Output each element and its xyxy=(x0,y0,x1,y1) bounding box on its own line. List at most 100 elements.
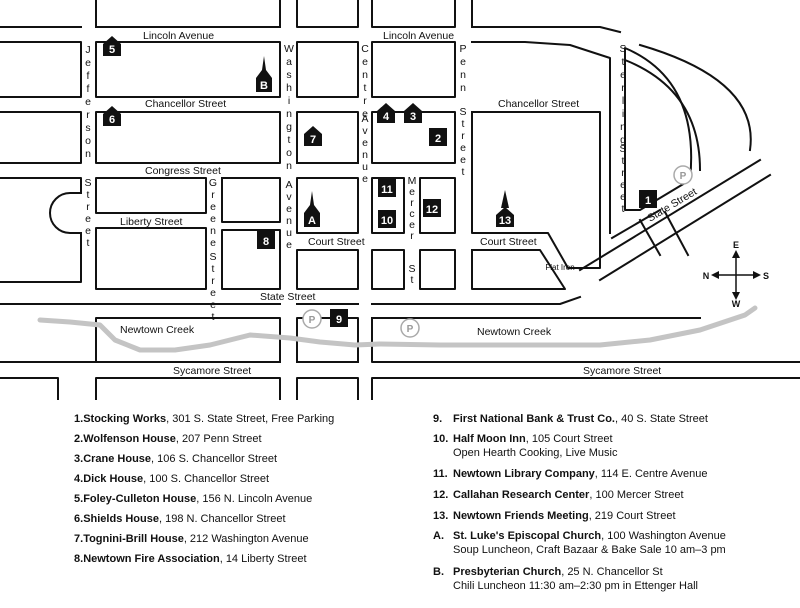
legend-subtext: Soup Luncheon, Craft Bazaar & Bake Sale … xyxy=(453,544,726,556)
legend-name: Newtown Library Company xyxy=(453,468,595,480)
svg-text:5: 5 xyxy=(109,44,115,56)
legend-number: 3. xyxy=(74,453,84,465)
svg-text:12: 12 xyxy=(426,204,438,216)
arrow-icon xyxy=(732,292,740,300)
steeple-icon xyxy=(501,190,509,208)
legend-name: Newtown Friends Meeting xyxy=(453,510,589,522)
legend-detail: , 212 Washington Avenue xyxy=(183,533,309,545)
legend-detail: , 198 N. Chancellor Street xyxy=(158,513,286,525)
legend-detail: , 219 Court Street xyxy=(588,510,676,522)
legend-item: 9.First National Bank & Trust Co., 40 S.… xyxy=(433,412,763,426)
site-marker-8[interactable]: 8 xyxy=(257,231,275,249)
legend-detail: , 100 S. Chancellor Street xyxy=(143,473,270,485)
street-label-congress: Congress Street xyxy=(145,165,221,177)
legend-detail: , 100 Washington Avenue xyxy=(601,530,726,542)
svg-text:1: 1 xyxy=(645,195,651,207)
legend-name: Stocking Works xyxy=(83,413,167,425)
site-marker-11[interactable]: 11 xyxy=(378,179,396,197)
legend-item: 5. Foley-Culleton House, 156 N. Lincoln … xyxy=(74,492,414,506)
legend-number: 6. xyxy=(74,513,84,525)
map-canvas: P P P Lincoln Avenue Lincoln Avenue Chan… xyxy=(0,0,800,400)
legend-item: A. St. Luke's Episcopal Church, 100 Washi… xyxy=(433,529,763,557)
svg-text:A: A xyxy=(308,215,316,227)
legend-detail: , 100 Mercer Street xyxy=(589,489,684,501)
legend-item: 7. Tognini-Brill House, 212 Washington A… xyxy=(74,532,414,546)
legend-name: St. Luke's Episcopal Church xyxy=(453,530,602,542)
legend-item: 11. Newtown Library Company, 114 E. Centr… xyxy=(433,467,763,481)
site-marker-7[interactable]: 7 xyxy=(304,126,322,146)
svg-text:8: 8 xyxy=(263,236,269,248)
street-label-state: State Street xyxy=(260,291,316,303)
site-marker-12[interactable]: 12 xyxy=(423,199,441,217)
svg-text:P: P xyxy=(309,315,316,326)
site-marker-10[interactable]: 10 xyxy=(378,210,396,228)
church-marker-B[interactable]: B xyxy=(256,56,272,92)
site-marker-2[interactable]: 2 xyxy=(429,128,447,146)
site-marker-9[interactable]: 9 xyxy=(330,309,348,327)
parking-icon: P xyxy=(302,309,322,329)
site-marker-6[interactable]: 6 xyxy=(103,106,121,126)
legend-subtext: Chili Luncheon 11:30 am–2:30 pm in Etten… xyxy=(453,580,699,592)
legend-detail: , 40 S. State Street xyxy=(614,413,708,425)
svg-text:B: B xyxy=(260,80,268,92)
svg-text:4: 4 xyxy=(383,111,390,123)
arrow-icon xyxy=(753,271,761,279)
legend-item: 4. Dick House, 100 S. Chancellor Street xyxy=(74,472,414,486)
legend-name: Presbyterian Church xyxy=(453,566,562,578)
legend-name: Foley-Culleton House xyxy=(83,493,197,505)
legend-name: Crane House xyxy=(83,453,152,465)
newtown-creek xyxy=(37,305,758,353)
legend-number: 13. xyxy=(433,510,449,522)
flat-iron-label: Flat Iron xyxy=(545,263,574,272)
church-markers: AB xyxy=(256,56,320,227)
street-label-liberty: Liberty Street xyxy=(120,216,183,228)
street-label-lincoln: Lincoln Avenue xyxy=(143,30,214,42)
legend-item: 1. Stocking Works, 301 S. State Street, … xyxy=(74,412,414,426)
legend-number: 11. xyxy=(433,468,448,480)
legend-number: A. xyxy=(433,530,444,542)
parking-icon: P xyxy=(400,318,420,338)
svg-text:P: P xyxy=(407,324,414,335)
legend-number: 12. xyxy=(433,489,449,501)
church-marker-A[interactable]: A xyxy=(304,191,320,227)
legend-number: B. xyxy=(433,566,444,578)
legend-item: 13. Newtown Friends Meeting, 219 Court St… xyxy=(433,509,763,523)
legend-subtext: Open Hearth Cooking, Live Music xyxy=(453,447,618,459)
svg-text:3: 3 xyxy=(410,111,416,123)
street-grid xyxy=(0,0,800,400)
site-marker-1[interactable]: 1 xyxy=(639,190,657,208)
legend-detail: , 301 S. State Street, Free Parking xyxy=(166,413,335,425)
legend-number: 5. xyxy=(74,493,84,505)
site-marker-13[interactable]: 13 xyxy=(496,207,514,227)
parking-symbols: P P P xyxy=(302,165,693,338)
legend-item: 6. Shields House, 198 N. Chancellor Stre… xyxy=(74,512,414,526)
legend-item: B.Presbyterian Church, 25 N. Chancellor … xyxy=(433,565,763,593)
legend-detail: , 207 Penn Street xyxy=(175,433,262,445)
legend-name: Shields House xyxy=(83,513,159,525)
street-label-court: Court Street xyxy=(308,236,365,248)
town-map: P P P Lincoln Avenue Lincoln Avenue Chan… xyxy=(0,0,800,400)
legend-name: Dick House xyxy=(83,473,144,485)
legend-number: 9. xyxy=(433,413,443,425)
legend-name: Half Moon Inn xyxy=(453,433,526,445)
legend-detail: , 114 E. Centre Avenue xyxy=(594,468,708,480)
legend-detail: , 156 N. Lincoln Avenue xyxy=(196,493,313,505)
creek-label: Newtown Creek xyxy=(120,324,195,336)
site-marker-3[interactable]: 3 xyxy=(404,103,422,123)
site-marker-5[interactable]: 5 xyxy=(103,36,121,56)
svg-text:11: 11 xyxy=(381,184,393,196)
site-marker-4[interactable]: 4 xyxy=(377,103,395,123)
svg-text:P: P xyxy=(680,171,687,182)
legend-item: 3. Crane House, 106 S. Chancellor Street xyxy=(74,452,414,466)
